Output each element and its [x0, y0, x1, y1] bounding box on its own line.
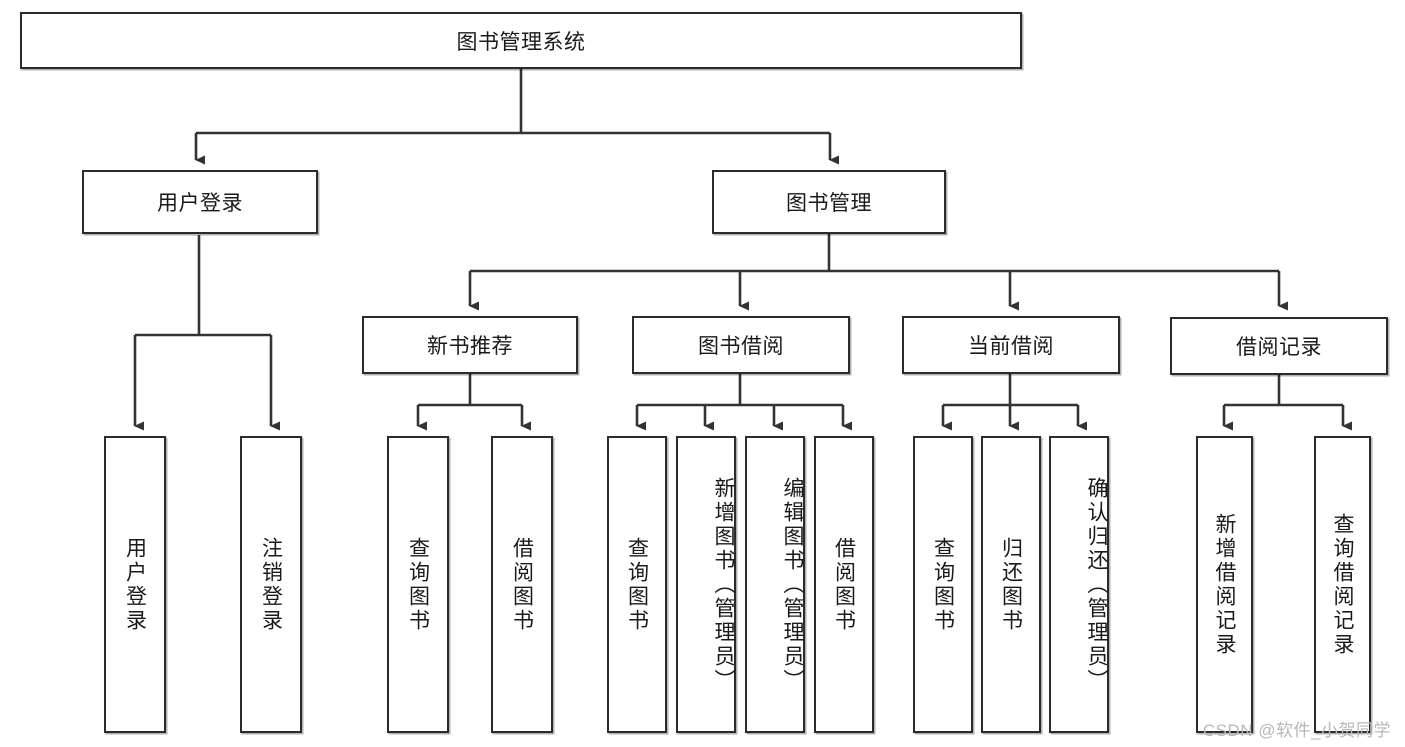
leaf-edit-book[interactable]: 编辑图书（管理员） — [745, 436, 805, 733]
node-book-management[interactable]: 图书管理 — [712, 170, 946, 234]
leaf-return-book[interactable]: 归还图书 — [981, 436, 1041, 733]
watermark-text: CSDN @软件_小贺同学 — [1202, 721, 1391, 740]
leaf-user-login[interactable]: 用户登录 — [104, 436, 166, 733]
leaf-add-borrow-record[interactable]: 新增借阅记录 — [1196, 436, 1253, 733]
leaf-borrow-book-recommend[interactable]: 借阅图书 — [491, 436, 553, 733]
node-user-login[interactable]: 用户登录 — [82, 170, 318, 234]
node-root-system[interactable]: 图书管理系统 — [20, 12, 1022, 69]
node-borrow-record[interactable]: 借阅记录 — [1170, 317, 1388, 375]
leaf-confirm-return[interactable]: 确认归还（管理员） — [1049, 436, 1109, 733]
node-new-book-recommend[interactable]: 新书推荐 — [362, 316, 578, 374]
leaf-logout-login[interactable]: 注销登录 — [240, 436, 302, 733]
node-book-borrow[interactable]: 图书借阅 — [632, 316, 850, 374]
node-current-borrow[interactable]: 当前借阅 — [902, 316, 1120, 374]
leaf-query-book-current[interactable]: 查询图书 — [913, 436, 973, 733]
leaf-borrow-book-borrow[interactable]: 借阅图书 — [814, 436, 874, 733]
leaf-add-book[interactable]: 新增图书（管理员） — [676, 436, 736, 733]
leaf-query-borrow-record[interactable]: 查询借阅记录 — [1314, 436, 1371, 733]
leaf-query-book-recommend[interactable]: 查询图书 — [387, 436, 449, 733]
leaf-query-book-borrow[interactable]: 查询图书 — [607, 436, 667, 733]
